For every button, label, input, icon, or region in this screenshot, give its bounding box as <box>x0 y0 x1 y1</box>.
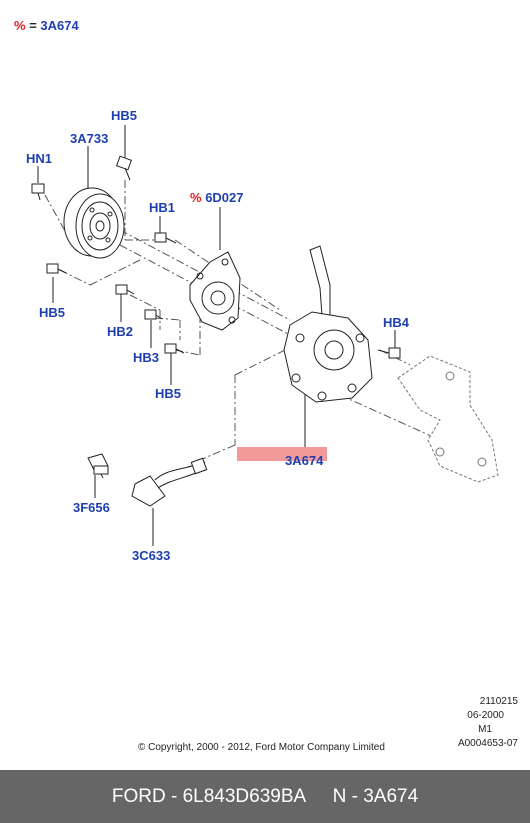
copyright-notice: © Copyright, 2000 - 2012, Ford Motor Com… <box>138 742 385 753</box>
highlight-box <box>237 447 327 461</box>
footer-bar: FORD - 6L843D639BA N - 3A674 <box>0 770 530 823</box>
footer-component-code: N - 3A674 <box>332 785 419 807</box>
callout-3a733: 3A733 <box>70 131 109 146</box>
callout-6d027-marker: % <box>190 190 202 205</box>
footer-part-number: FORD - 6L843D639BA <box>111 785 307 807</box>
drawing-meta-3: M1 <box>478 724 492 735</box>
callout-3f656: 3F656 <box>73 500 110 515</box>
callout-hb4: HB4 <box>383 315 410 330</box>
callout-6d027: % 6D027 <box>190 190 244 205</box>
legend-marker: % <box>14 18 26 33</box>
footer-separator <box>306 786 332 808</box>
drawing-meta-1: 2110215 <box>479 696 518 707</box>
legend-equals: = <box>29 18 37 33</box>
callout-3a674: 3A674 <box>285 453 324 468</box>
callout-hb5-top: HB5 <box>111 108 138 123</box>
callout-3c633: 3C633 <box>132 548 171 563</box>
callout-hb5-bottom: HB5 <box>155 386 182 401</box>
callout-hn1: HN1 <box>26 151 53 166</box>
callout-hb1: HB1 <box>149 200 176 215</box>
callout-hb5-left: HB5 <box>39 305 66 320</box>
exploded-parts-diagram <box>31 125 499 546</box>
callout-6d027-code: 6D027 <box>205 190 244 205</box>
drawing-meta-4: A0004653-07 <box>457 738 518 749</box>
legend: % = 3A674 <box>14 18 79 33</box>
drawing-meta-2: 06-2000 <box>467 710 504 721</box>
callout-hb2: HB2 <box>107 324 134 339</box>
callout-hb3: HB3 <box>133 350 160 365</box>
legend-code: 3A674 <box>40 18 79 33</box>
